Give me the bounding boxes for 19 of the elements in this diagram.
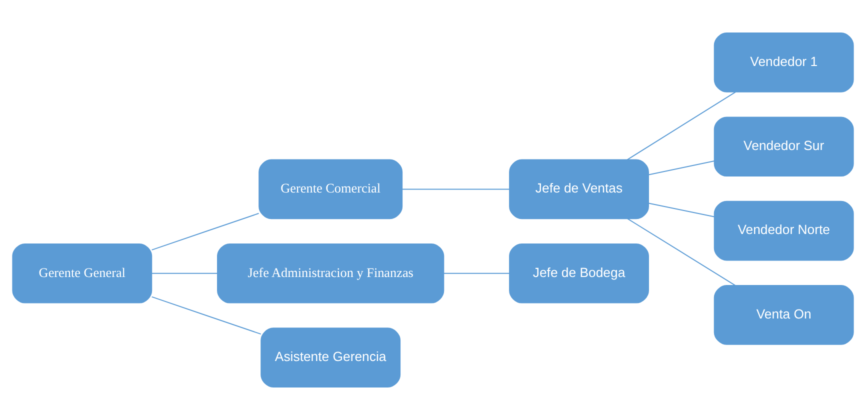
connector	[444, 272, 510, 274]
node-box: Jefe de Ventas	[509, 158, 649, 219]
connector	[648, 202, 714, 217]
connector	[648, 160, 714, 175]
node-box: Jefe Administracion y Finanzas	[217, 242, 444, 303]
connector	[402, 188, 510, 190]
connector	[627, 218, 736, 286]
node-box: Vendedor 1	[714, 32, 854, 92]
connector	[627, 91, 736, 160]
node-box: Jefe de Bodega	[509, 242, 649, 303]
connector	[152, 212, 259, 250]
node-box: Venta On	[714, 284, 854, 344]
node-box: Gerente General	[12, 242, 152, 303]
node-box: Asistente Gerencia	[260, 327, 401, 387]
node-box: Gerente Comercial	[258, 158, 403, 219]
node-box: Vendedor Norte	[714, 200, 854, 260]
connector	[152, 296, 262, 334]
connector	[152, 272, 218, 274]
node-box: Vendedor Sur	[714, 116, 854, 176]
